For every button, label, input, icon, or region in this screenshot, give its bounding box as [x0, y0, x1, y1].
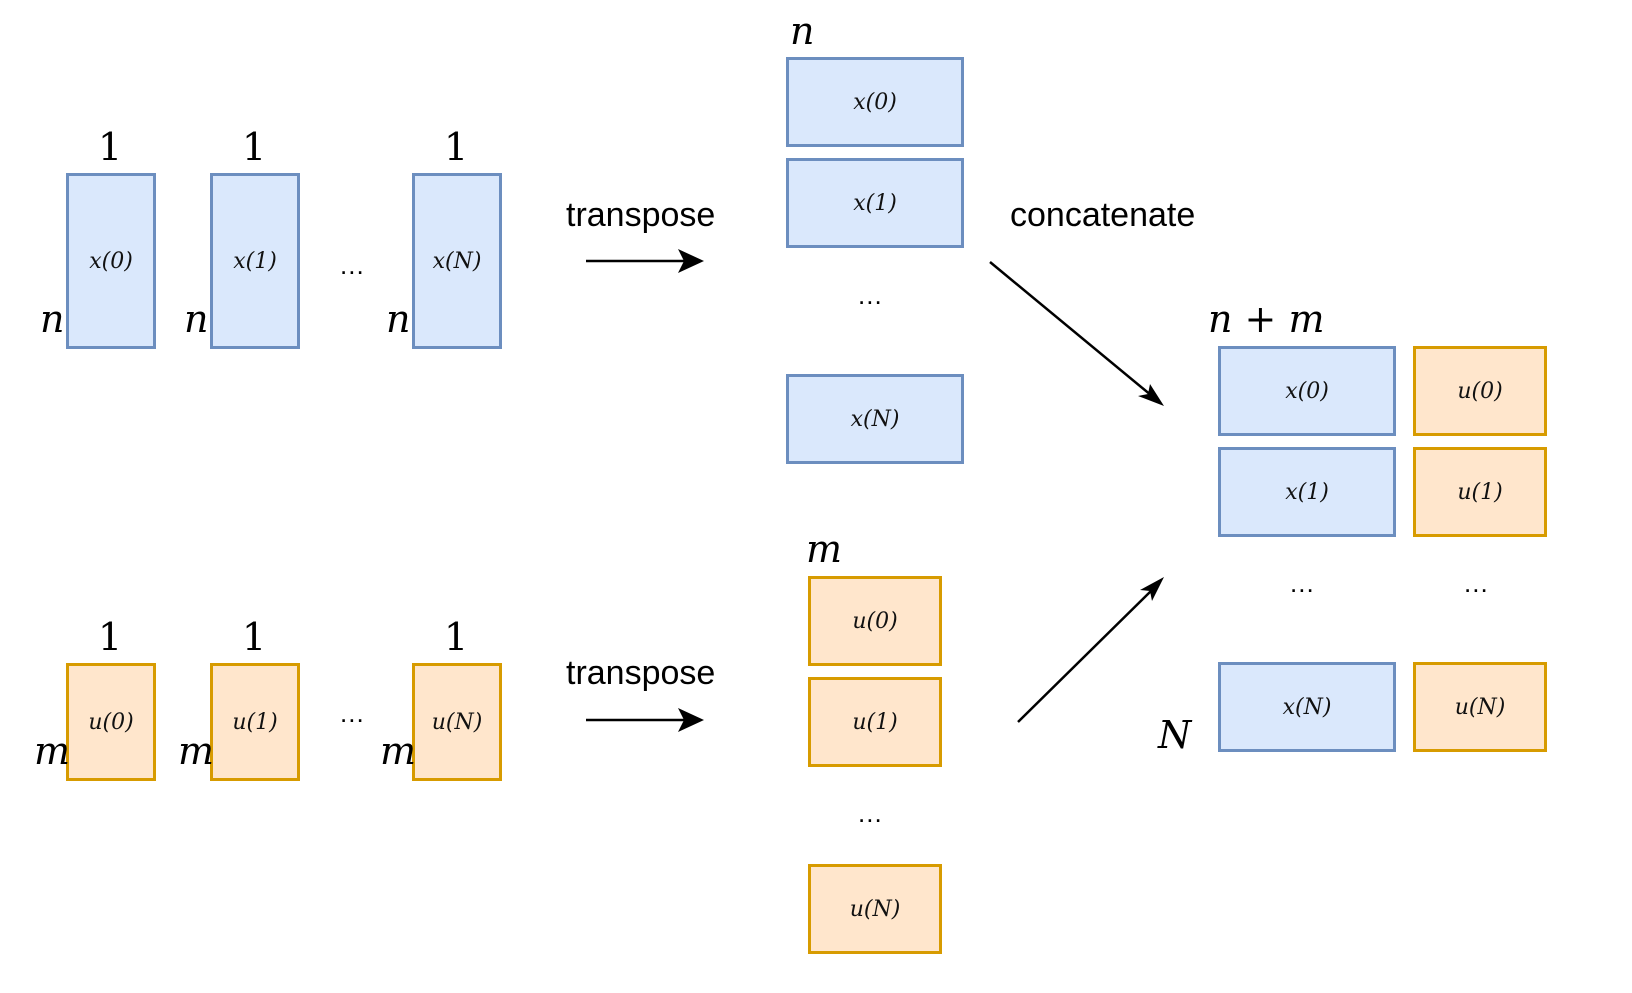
x0-width-label: 1 — [98, 125, 123, 169]
x0-column-label: x(0) — [89, 248, 133, 274]
uN-column-vector: u(N) — [412, 663, 502, 781]
x1-height-label: n — [184, 297, 209, 341]
result-x1-label: x(1) — [1285, 479, 1329, 505]
transpose-u-label: transpose — [566, 654, 716, 692]
transpose-x-arrow — [586, 249, 704, 273]
mid-x0-row: x(0) — [786, 57, 964, 147]
result-height-label: N — [1158, 713, 1192, 757]
result-u0-label: u(0) — [1457, 378, 1503, 404]
xN-column-vector: x(N) — [412, 173, 502, 349]
mid-u-ellipsis: ... — [858, 798, 883, 828]
u0-column-vector: u(0) — [66, 663, 156, 781]
result-x0-cell: x(0) — [1218, 346, 1396, 436]
u1-height-label: m — [178, 729, 215, 773]
mid-u1-label: u(1) — [852, 709, 898, 735]
result-x1-cell: x(1) — [1218, 447, 1396, 537]
result-u-ellipsis: ... — [1464, 568, 1489, 598]
result-uN-cell: u(N) — [1413, 662, 1547, 752]
mid-u0-row: u(0) — [808, 576, 942, 666]
result-uN-label: u(N) — [1454, 694, 1506, 720]
mid-x-width-label: n — [790, 9, 815, 53]
result-width-label: n + m — [1208, 297, 1325, 341]
transpose-x-label: transpose — [566, 196, 716, 234]
mid-xN-row: x(N) — [786, 374, 964, 464]
xN-column-label: x(N) — [432, 248, 482, 274]
mid-xN-label: x(N) — [850, 406, 900, 432]
concatenate-u-arrow — [1017, 577, 1164, 723]
result-x0-label: x(0) — [1285, 378, 1329, 404]
result-u1-cell: u(1) — [1413, 447, 1547, 537]
x-columns-ellipsis: ... — [340, 250, 365, 280]
concatenate-label: concatenate — [1010, 196, 1196, 234]
result-xN-label: x(N) — [1282, 694, 1332, 720]
uN-width-label: 1 — [444, 615, 469, 659]
u1-column-label: u(1) — [232, 709, 278, 735]
transpose-u-arrow — [586, 708, 704, 732]
mid-u-width-label: m — [806, 527, 843, 571]
u1-column-vector: u(1) — [210, 663, 300, 781]
x1-column-label: x(1) — [233, 248, 277, 274]
u1-width-label: 1 — [242, 615, 267, 659]
uN-height-label: m — [380, 729, 417, 773]
mid-uN-label: u(N) — [849, 896, 901, 922]
mid-x0-label: x(0) — [853, 89, 897, 115]
x1-width-label: 1 — [242, 125, 267, 169]
xN-height-label: n — [386, 297, 411, 341]
x1-column-vector: x(1) — [210, 173, 300, 349]
x0-column-vector: x(0) — [66, 173, 156, 349]
uN-column-label: u(N) — [431, 709, 483, 735]
u0-width-label: 1 — [98, 615, 123, 659]
result-xN-cell: x(N) — [1218, 662, 1396, 752]
u0-height-label: m — [34, 729, 71, 773]
mid-uN-row: u(N) — [808, 864, 942, 954]
xN-width-label: 1 — [444, 125, 469, 169]
mid-u0-label: u(0) — [852, 608, 898, 634]
mid-x1-label: x(1) — [853, 190, 897, 216]
result-u0-cell: u(0) — [1413, 346, 1547, 436]
mid-x1-row: x(1) — [786, 158, 964, 248]
result-u1-label: u(1) — [1457, 479, 1503, 505]
u-columns-ellipsis: ... — [340, 698, 365, 728]
u0-column-label: u(0) — [88, 709, 134, 735]
mid-u1-row: u(1) — [808, 677, 942, 767]
mid-x-ellipsis: ... — [858, 280, 883, 310]
concatenate-x-arrow — [989, 261, 1164, 406]
x0-height-label: n — [40, 297, 65, 341]
result-x-ellipsis: ... — [1290, 568, 1315, 598]
